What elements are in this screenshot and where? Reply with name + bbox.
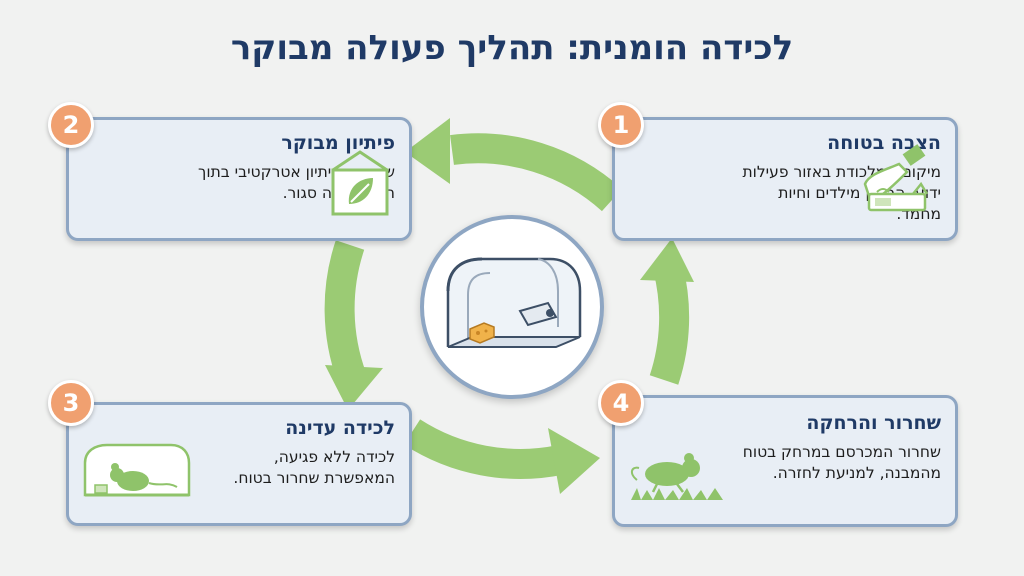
step-badge-1: 1 bbox=[598, 102, 644, 148]
step-title: לכידה עדינה bbox=[285, 417, 395, 439]
humane-live-trap-icon bbox=[446, 257, 582, 348]
mouse-in-trap-icon bbox=[83, 443, 191, 497]
arrow-4-to-1 bbox=[649, 264, 690, 385]
arrow-1-to-2 bbox=[450, 133, 623, 212]
arrow-2-to-3 bbox=[324, 240, 367, 384]
step-card-2: פיתיון מבוקר שימוש בפיתיון אטרקטיבי בתוך… bbox=[66, 117, 412, 241]
page-title: לכידה הומנית: תהליך פעולה מבוקר bbox=[230, 28, 794, 68]
step-badge-3: 3 bbox=[48, 380, 94, 426]
bait-box-leaf-icon bbox=[331, 150, 389, 216]
hand-placing-trap-icon bbox=[863, 144, 929, 212]
arrowhead-to-2 bbox=[405, 118, 450, 184]
arrow-3-to-4 bbox=[403, 419, 563, 479]
step-card-4: שחרור והרחקה שחרור המכרסם במרחק בטוח מהמ… bbox=[612, 395, 958, 527]
arrowhead-to-1 bbox=[640, 238, 694, 282]
step-badge-4: 4 bbox=[598, 380, 644, 426]
step-body: לכידה ללא פגיעה, המאפשרת שחרור בטוח. bbox=[233, 448, 395, 487]
step-title: שחרור והרחקה bbox=[806, 412, 941, 434]
arrowhead-to-4 bbox=[548, 428, 600, 494]
arrowhead-to-3 bbox=[325, 365, 383, 410]
step-card-1: הצבה בטוחה מיקום המלכודת באזור פעילות יד… bbox=[612, 117, 958, 241]
step-body: שחרור המכרסם במרחק בטוח מהמבנה, למניעת ל… bbox=[742, 443, 941, 482]
step-title: פיתיון מבוקר bbox=[281, 132, 395, 154]
step-badge-2: 2 bbox=[48, 102, 94, 148]
step-card-3: לכידה עדינה לכידה ללא פגיעה, המאפשרת שחר… bbox=[66, 402, 412, 526]
mouse-on-grass-icon bbox=[631, 453, 723, 500]
center-circle bbox=[420, 215, 604, 399]
